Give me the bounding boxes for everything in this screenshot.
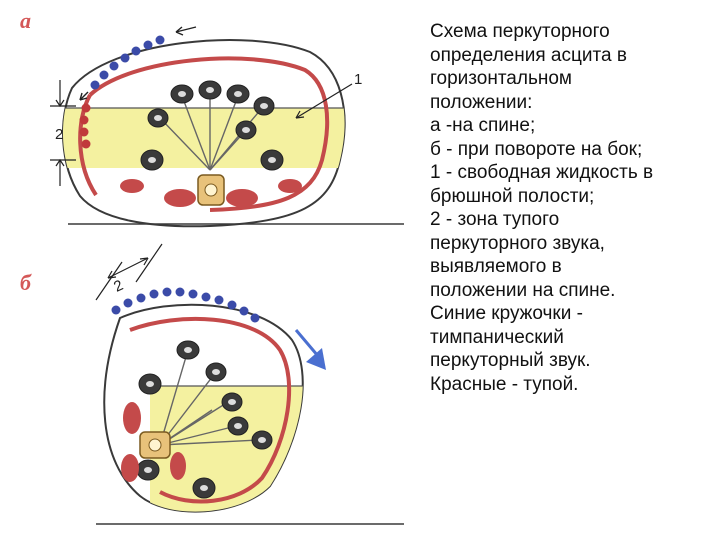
fluid-pointer-line	[295, 83, 353, 119]
zone-2-dimension-a	[50, 80, 76, 186]
zone-2-label-a: 2	[55, 126, 63, 143]
caption-line: положении на спине.	[430, 279, 616, 301]
caption-line: Красные - тупой.	[430, 373, 579, 395]
caption-line: выявляемого в	[430, 256, 562, 277]
panel-b: б	[20, 243, 404, 525]
caption-line: Синие кружочки -	[430, 303, 583, 324]
ascites-percussion-diagram: а	[20, 8, 404, 525]
panel-a: а	[20, 8, 404, 228]
figure-caption: Схема перкуторного определения асцита в …	[430, 20, 715, 396]
abdominal-wall-a	[88, 56, 330, 212]
panel-b-letter: б	[20, 270, 32, 295]
dull-dots-a	[79, 103, 91, 149]
spine-b	[121, 402, 186, 482]
mesentery-a	[159, 92, 263, 171]
caption-line: определения асцита в	[430, 44, 627, 66]
tympanic-dots-b	[111, 287, 260, 323]
zone-2-label-b: 2	[111, 277, 126, 296]
rotation-arrow-b	[294, 329, 326, 370]
tympanic-dots-a	[90, 35, 165, 90]
mesentery-b	[159, 349, 259, 446]
caption-line: б - при повороте на бок;	[430, 138, 643, 160]
caption-line: Схема перкуторного	[430, 21, 610, 42]
abdominal-wall-b	[129, 316, 292, 504]
caption-line: перкуторный звук.	[430, 350, 591, 371]
caption-line: положении:	[430, 91, 533, 113]
bowel-loops-a	[140, 80, 284, 171]
fluid-label-1: 1	[354, 71, 362, 88]
caption-line: брюшной полости;	[430, 185, 595, 207]
caption-line: тимпанический	[430, 326, 564, 348]
caption-line: 2 - зона тупого	[430, 209, 560, 230]
panel-a-letter: а	[20, 8, 31, 33]
spine-a	[120, 174, 302, 207]
caption-line: перкуторного звука,	[430, 232, 605, 254]
percussion-direction-arrow-a	[175, 26, 197, 33]
zone-2-dimension-b	[95, 243, 163, 301]
caption-line: а -на спине;	[430, 115, 536, 136]
caption-line: 1 - свободная жидкость в	[430, 162, 654, 183]
caption-line: горизонтальном	[430, 68, 572, 89]
